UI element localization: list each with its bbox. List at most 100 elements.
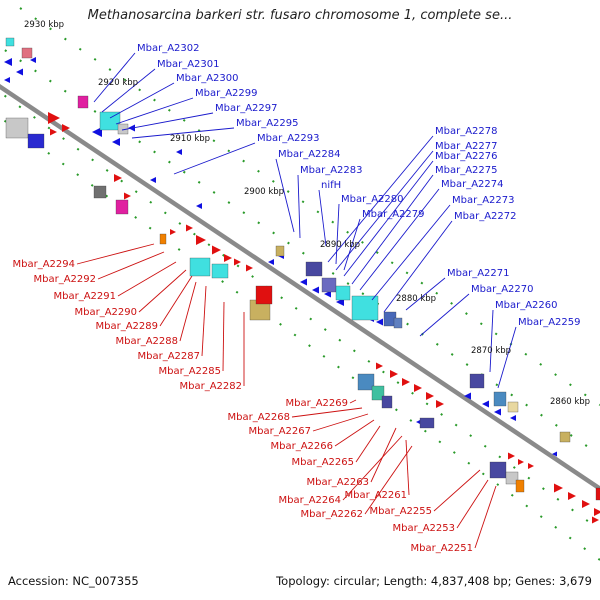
gene-arrow bbox=[176, 149, 182, 155]
forward-gene-label: Mbar_A2260 bbox=[495, 300, 558, 311]
forward-gene-label: Mbar_A2271 bbox=[447, 268, 510, 279]
gene-arrow bbox=[568, 492, 576, 500]
gene-arrow bbox=[414, 384, 422, 392]
gene-arrow bbox=[224, 254, 232, 262]
guide-lines bbox=[0, 7, 600, 561]
forward-gene-label: Mbar_A2259 bbox=[518, 317, 581, 328]
genome-backbone bbox=[0, 83, 600, 492]
gene-arrow bbox=[268, 259, 274, 265]
reverse-gene-label: Mbar_A2294 bbox=[12, 259, 75, 270]
leader-line bbox=[138, 269, 187, 313]
reverse-gene-label: Mbar_A2261 bbox=[344, 490, 407, 501]
gene-arrow bbox=[92, 127, 102, 137]
leader-line bbox=[433, 469, 481, 512]
leader-line bbox=[343, 160, 434, 277]
gene-arrow bbox=[62, 124, 70, 132]
leader-line bbox=[109, 82, 175, 119]
leader-line bbox=[222, 301, 225, 372]
domain-box bbox=[93, 185, 107, 199]
gene-arrow bbox=[4, 58, 12, 66]
domain-box bbox=[27, 133, 45, 149]
gene-arrow bbox=[324, 290, 331, 298]
gene-arrow bbox=[114, 174, 122, 182]
domain-box bbox=[419, 417, 435, 429]
leader-line bbox=[318, 189, 327, 247]
gene-arrow bbox=[124, 192, 131, 200]
domain-box bbox=[493, 391, 507, 407]
leader-line bbox=[173, 142, 256, 175]
reverse-gene-label: Mbar_A2267 bbox=[248, 426, 311, 437]
domain-box bbox=[159, 233, 167, 245]
domain-box bbox=[371, 385, 385, 401]
leader-line bbox=[201, 285, 207, 357]
domain-box bbox=[507, 401, 519, 413]
kbp-tick-label: 2880 kbp bbox=[396, 294, 436, 304]
domain-box bbox=[5, 37, 15, 47]
domain-box bbox=[335, 285, 351, 301]
leader-line bbox=[297, 174, 301, 239]
gene-features bbox=[4, 37, 600, 524]
leader-line bbox=[97, 251, 165, 280]
leader-line bbox=[474, 485, 497, 549]
domain-box bbox=[505, 471, 519, 485]
forward-gene-label: Mbar_A2275 bbox=[435, 165, 498, 176]
domain-box bbox=[305, 261, 323, 277]
gene-arrow bbox=[246, 264, 253, 272]
leader-line bbox=[101, 68, 156, 113]
domain-box bbox=[381, 395, 393, 409]
forward-gene-label: Mbar_A2284 bbox=[278, 149, 341, 160]
leader-line bbox=[419, 293, 470, 337]
gene-arrow bbox=[390, 370, 398, 378]
label-leader-lines bbox=[76, 52, 517, 549]
domain-box bbox=[5, 117, 29, 139]
gene-arrow bbox=[510, 415, 516, 421]
kbp-tick-label: 2860 kbp bbox=[550, 397, 590, 407]
leader-line bbox=[497, 326, 517, 389]
leader-line bbox=[355, 425, 381, 463]
leader-line bbox=[159, 275, 193, 327]
gene-arrow bbox=[552, 451, 557, 457]
reverse-gene-label: Mbar_A2292 bbox=[33, 274, 96, 285]
gene-arrow bbox=[594, 508, 600, 516]
reverse-gene-label: Mbar_A2291 bbox=[53, 291, 116, 302]
kbp-tick-label: 2930 kbp bbox=[24, 20, 64, 30]
forward-gene-label: Mbar_A2302 bbox=[137, 43, 200, 54]
domain-box bbox=[189, 257, 211, 277]
reverse-gene-label: Mbar_A2262 bbox=[300, 509, 363, 520]
gene-arrow bbox=[518, 459, 524, 465]
gene-arrow bbox=[464, 392, 471, 400]
gene-arrow bbox=[528, 463, 534, 469]
reverse-gene-label: Mbar_A2255 bbox=[369, 506, 432, 517]
gene-arrow bbox=[376, 318, 383, 326]
forward-gene-label: Mbar_A2283 bbox=[300, 165, 363, 176]
gene-arrow bbox=[234, 258, 241, 266]
leader-line bbox=[179, 281, 197, 342]
leader-line bbox=[359, 188, 440, 291]
forward-gene-label: Mbar_A2279 bbox=[362, 209, 425, 220]
leader-line bbox=[121, 112, 214, 131]
forward-gene-label: Mbar_A2277 bbox=[435, 141, 498, 152]
leader-line bbox=[405, 277, 446, 311]
forward-gene-label: Mbar_A2299 bbox=[195, 88, 258, 99]
reverse-gene-label: Mbar_A2264 bbox=[278, 495, 341, 506]
domain-box bbox=[255, 285, 273, 305]
leader-line bbox=[351, 174, 434, 285]
forward-gene-label: Mbar_A2274 bbox=[441, 179, 504, 190]
gene-arrow bbox=[436, 400, 444, 408]
gene-arrow bbox=[16, 68, 23, 76]
forward-gene-label: Mbar_A2280 bbox=[341, 194, 404, 205]
forward-gene-label: Mbar_A2276 bbox=[435, 151, 498, 162]
domain-box bbox=[595, 487, 600, 501]
gene-arrow bbox=[592, 516, 599, 524]
reverse-gene-label: Mbar_A2285 bbox=[158, 366, 221, 377]
reverse-gene-label: Mbar_A2282 bbox=[179, 381, 242, 392]
gene-arrow bbox=[376, 362, 383, 370]
forward-gene-label: Mbar_A2301 bbox=[157, 59, 220, 70]
gene-arrow bbox=[426, 392, 434, 400]
reverse-gene-label: Mbar_A2263 bbox=[306, 477, 369, 488]
gene-arrow bbox=[582, 500, 590, 508]
leader-line bbox=[291, 407, 363, 418]
gene-arrow bbox=[186, 224, 193, 232]
